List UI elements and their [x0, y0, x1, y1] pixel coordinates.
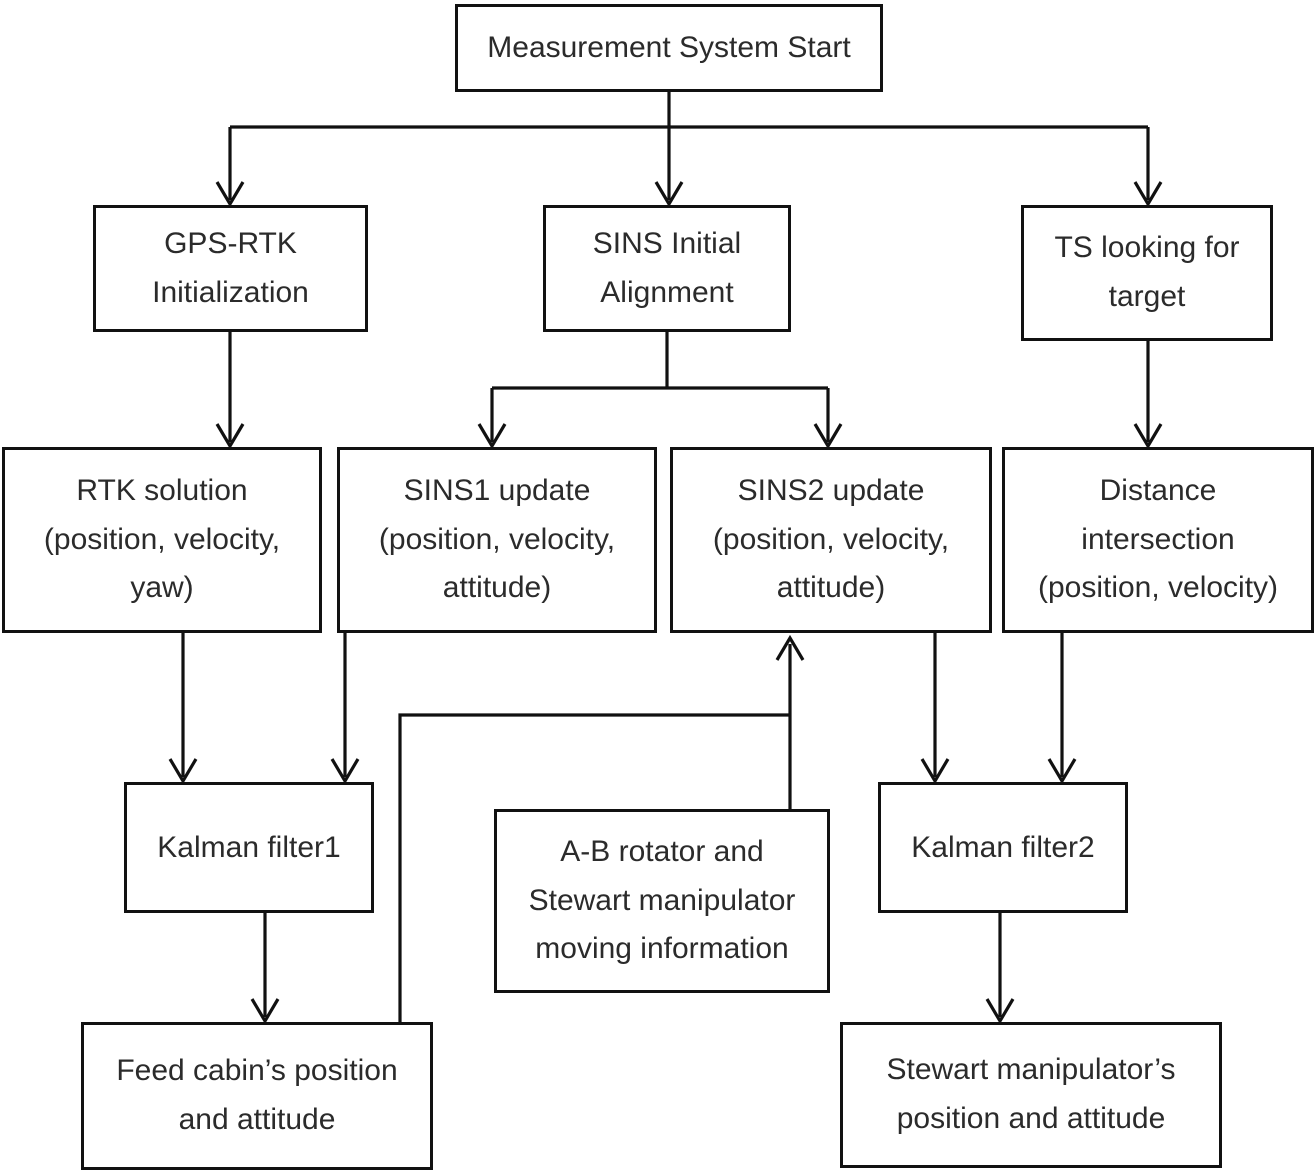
node-label-line: target [1108, 280, 1186, 313]
connector-distance-intersection-to-kalman-filter2-arrowhead [1047, 758, 1077, 785]
connector-kalman-filter1-to-feed-cabin-arrowhead [250, 998, 280, 1025]
node-kalman-filter1[interactable]: Kalman filter1 [124, 782, 374, 913]
node-label-line: Distance [1099, 474, 1217, 508]
node-label-line: (position, velocity, [378, 522, 616, 556]
connector-bus-to-ts-target-arrowhead [1133, 181, 1163, 208]
node-label-line: SINS Initial [592, 226, 742, 260]
node-rtk-solution[interactable]: RTK solution (position, velocity, yaw) [2, 447, 322, 633]
node-label-line: attitude) [442, 571, 552, 605]
node-ts-looking-for-target[interactable]: TS looking for target [1021, 205, 1273, 341]
node-measurement-system-start[interactable]: Measurement System Start [455, 4, 883, 92]
connector-bus-to-sins-initial-arrowhead [654, 181, 684, 208]
node-label-line: Kalman filter1 [157, 830, 341, 864]
connector-bus-to-gps-rtk-arrowhead [215, 181, 245, 208]
node-label-line: (position, velocity) [1037, 571, 1279, 605]
node-stewart-manipulator-position-attitude[interactable]: Stewart manipulator’s position and attitu… [840, 1022, 1222, 1168]
node-sins2-update[interactable]: SINS2 update (position, velocity, attitude… [670, 447, 992, 633]
node-label-line: (position, velocity, [43, 522, 281, 556]
connector-ab-rotator-to-sins2-arrowhead [775, 634, 805, 661]
node-label-line: TS looking for [1054, 231, 1240, 265]
node-sins1-update[interactable]: SINS1 update (position, velocity, attitude… [337, 447, 657, 633]
node-gps-rtk-initialization[interactable]: GPS-RTK Initialization [93, 205, 368, 332]
connector-gps-rtk-to-rtk-solution-arrowhead [215, 423, 245, 450]
connector-sins1-to-kalman-filter1-arrowhead [330, 758, 360, 785]
node-label-line: SINS2 update [737, 474, 925, 508]
node-label-line: position and attitude [896, 1102, 1166, 1135]
node-label-line: Kalman filter2 [911, 830, 1095, 864]
node-label-line: Alignment [600, 275, 734, 309]
node-label-line: RTK solution [76, 474, 248, 508]
node-distance-intersection[interactable]: Distance intersection (position, velocity) [1002, 447, 1314, 633]
node-label-line: Measurement System Start [487, 31, 851, 64]
node-label-line: and attitude [178, 1103, 336, 1136]
node-feed-cabin-position-attitude[interactable]: Feed cabin’s position and attitude [81, 1022, 433, 1170]
connector-feed-cabin-feedback-to-sins2 [398, 713, 790, 1022]
node-label-line: Stewart manipulator’s [886, 1053, 1176, 1087]
node-label-line: Stewart manipulator [528, 883, 796, 917]
connector-kalman-filter2-to-stewart-output-arrowhead [985, 998, 1015, 1025]
node-label-line: SINS1 update [403, 474, 591, 508]
node-label-line: A-B rotator and [560, 835, 764, 869]
node-label-line: moving information [535, 932, 789, 966]
node-label-line: Initialization [152, 275, 309, 309]
connector-ts-to-distance-intersection-arrowhead [1133, 423, 1163, 450]
node-label-line: yaw) [130, 571, 194, 605]
node-label-line: intersection [1081, 522, 1235, 556]
connector-sins2-to-kalman-filter2-arrowhead [920, 758, 950, 785]
node-label-line: attitude) [776, 571, 886, 605]
node-label-line: GPS-RTK [164, 226, 297, 260]
connector-sins-bus-to-sins1-arrowhead [477, 423, 507, 450]
node-label-line: (position, velocity, [712, 522, 950, 556]
connector-rtk-solution-to-kalman-filter1-arrowhead [168, 758, 198, 785]
connector-sins-bus-to-sins2-arrowhead [813, 423, 843, 450]
node-label-line: Feed cabin’s position [116, 1054, 398, 1088]
node-kalman-filter2[interactable]: Kalman filter2 [878, 782, 1128, 913]
